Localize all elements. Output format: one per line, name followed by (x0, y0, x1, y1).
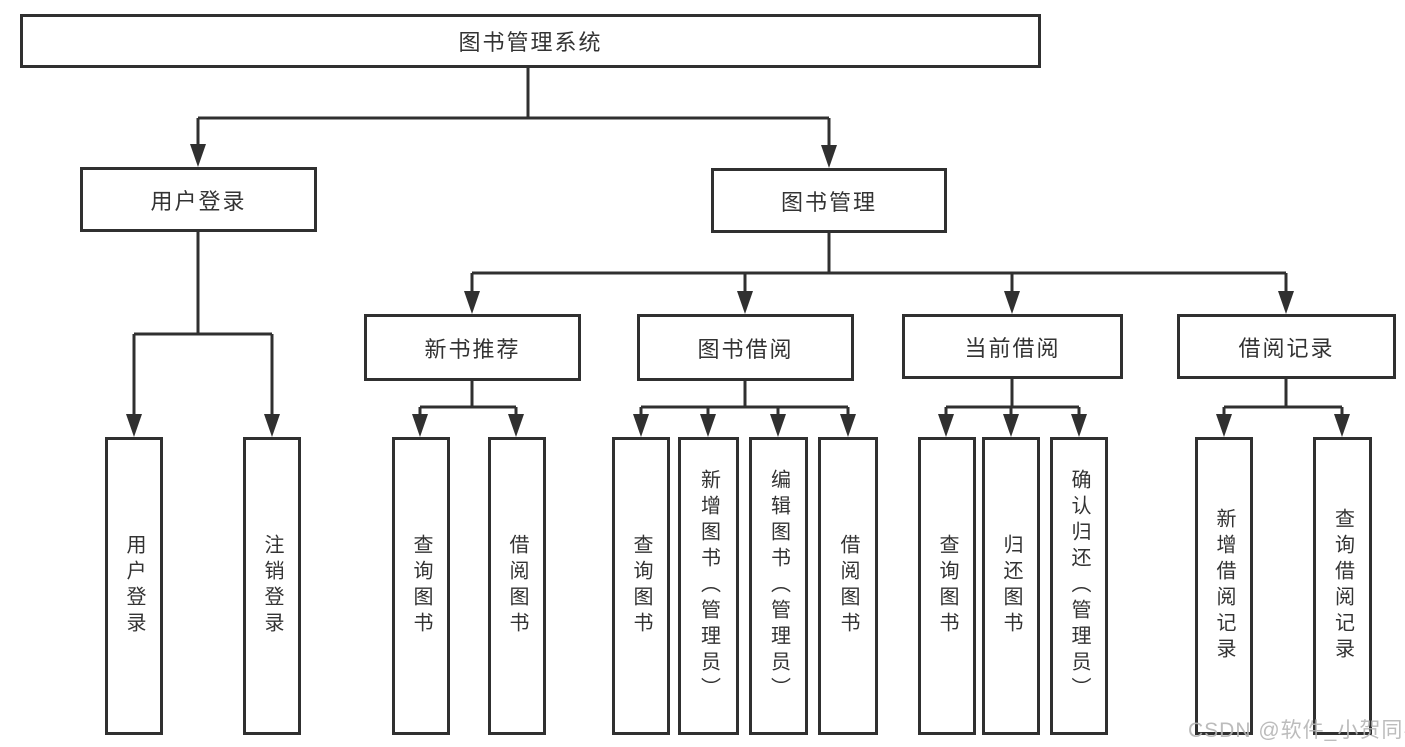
leaf-user-login: 用户登录 (105, 437, 163, 735)
arrowhead (1278, 291, 1294, 314)
node-root-system: 图书管理系统 (20, 14, 1041, 68)
leaf-add-books-admin: 新增图书（管理员） (678, 437, 739, 735)
node-label: 借阅图书 (837, 534, 859, 638)
arrowhead (737, 291, 753, 314)
node-borrowing-records: 借阅记录 (1177, 314, 1396, 379)
arrowhead (1216, 414, 1232, 437)
leaf-confirm-return-admin: 确认归还（管理员） (1050, 437, 1108, 735)
node-user-login: 用户登录 (80, 167, 317, 232)
csdn-watermark: CSDN @软件_小贺同学 (1188, 719, 1405, 742)
node-label: 查询图书 (936, 534, 958, 638)
node-label: 新书推荐 (424, 336, 521, 362)
node-label: 图书管理系统 (458, 30, 603, 55)
node-label: 用户登录 (123, 534, 145, 638)
connector-current-borrowing-children (938, 379, 1087, 437)
leaf-query-borrow-record: 查询借阅记录 (1313, 437, 1372, 735)
leaf-borrow-books-1: 借阅图书 (488, 437, 546, 735)
arrowhead (821, 145, 837, 168)
leaf-edit-books-admin: 编辑图书（管理员） (749, 437, 808, 735)
arrowhead (840, 414, 856, 437)
arrowhead (1071, 414, 1087, 437)
node-label: 用户登录 (150, 188, 247, 214)
arrowhead (412, 414, 428, 437)
node-label: 新增图书（管理员） (697, 469, 720, 703)
connector-root-to-level2 (190, 68, 837, 168)
node-current-borrowing: 当前借阅 (902, 314, 1123, 379)
node-label: 借阅记录 (1238, 335, 1335, 361)
node-label: 注销登录 (261, 534, 283, 638)
arrowhead (1004, 291, 1020, 314)
node-label: 查询借阅记录 (1331, 508, 1354, 664)
node-label: 新增借阅记录 (1213, 508, 1235, 664)
node-label: 查询图书 (410, 534, 432, 638)
leaf-add-borrow-record: 新增借阅记录 (1195, 437, 1253, 735)
connector-user-login-children (126, 232, 280, 437)
arrowhead (126, 414, 142, 437)
leaf-return-books: 归还图书 (982, 437, 1040, 735)
node-label: 借阅图书 (506, 534, 528, 638)
node-new-book-recommend: 新书推荐 (364, 314, 581, 381)
arrowhead (264, 414, 280, 437)
leaf-query-books-1: 查询图书 (392, 437, 450, 735)
node-book-borrowing: 图书借阅 (637, 314, 854, 381)
arrowhead (464, 291, 480, 314)
node-label: 图书借阅 (697, 336, 794, 362)
arrowhead (1334, 414, 1350, 437)
arrowhead (938, 414, 954, 437)
leaf-borrow-books-2: 借阅图书 (818, 437, 878, 735)
node-label: 归还图书 (1000, 534, 1022, 638)
arrowhead (700, 414, 716, 437)
node-label: 确认归还（管理员） (1068, 469, 1090, 703)
node-book-management: 图书管理 (711, 168, 947, 233)
connector-book-borrowing-children (633, 381, 856, 437)
arrowhead (1003, 414, 1019, 437)
arrowhead (508, 414, 524, 437)
leaf-query-books-2: 查询图书 (612, 437, 670, 735)
leaf-query-books-3: 查询图书 (918, 437, 976, 735)
arrowhead (190, 144, 206, 167)
arrowhead (770, 414, 786, 437)
connector-new-book-recommend-children (412, 381, 524, 437)
node-label: 编辑图书（管理员） (767, 469, 790, 703)
node-label: 图书管理 (780, 189, 877, 215)
connector-borrowing-records-children (1216, 379, 1350, 437)
node-label: 当前借阅 (964, 335, 1061, 361)
node-label: 查询图书 (630, 534, 652, 638)
arrowhead (633, 414, 649, 437)
leaf-logout: 注销登录 (243, 437, 301, 735)
connector-book-management-to-level3 (464, 233, 1294, 314)
